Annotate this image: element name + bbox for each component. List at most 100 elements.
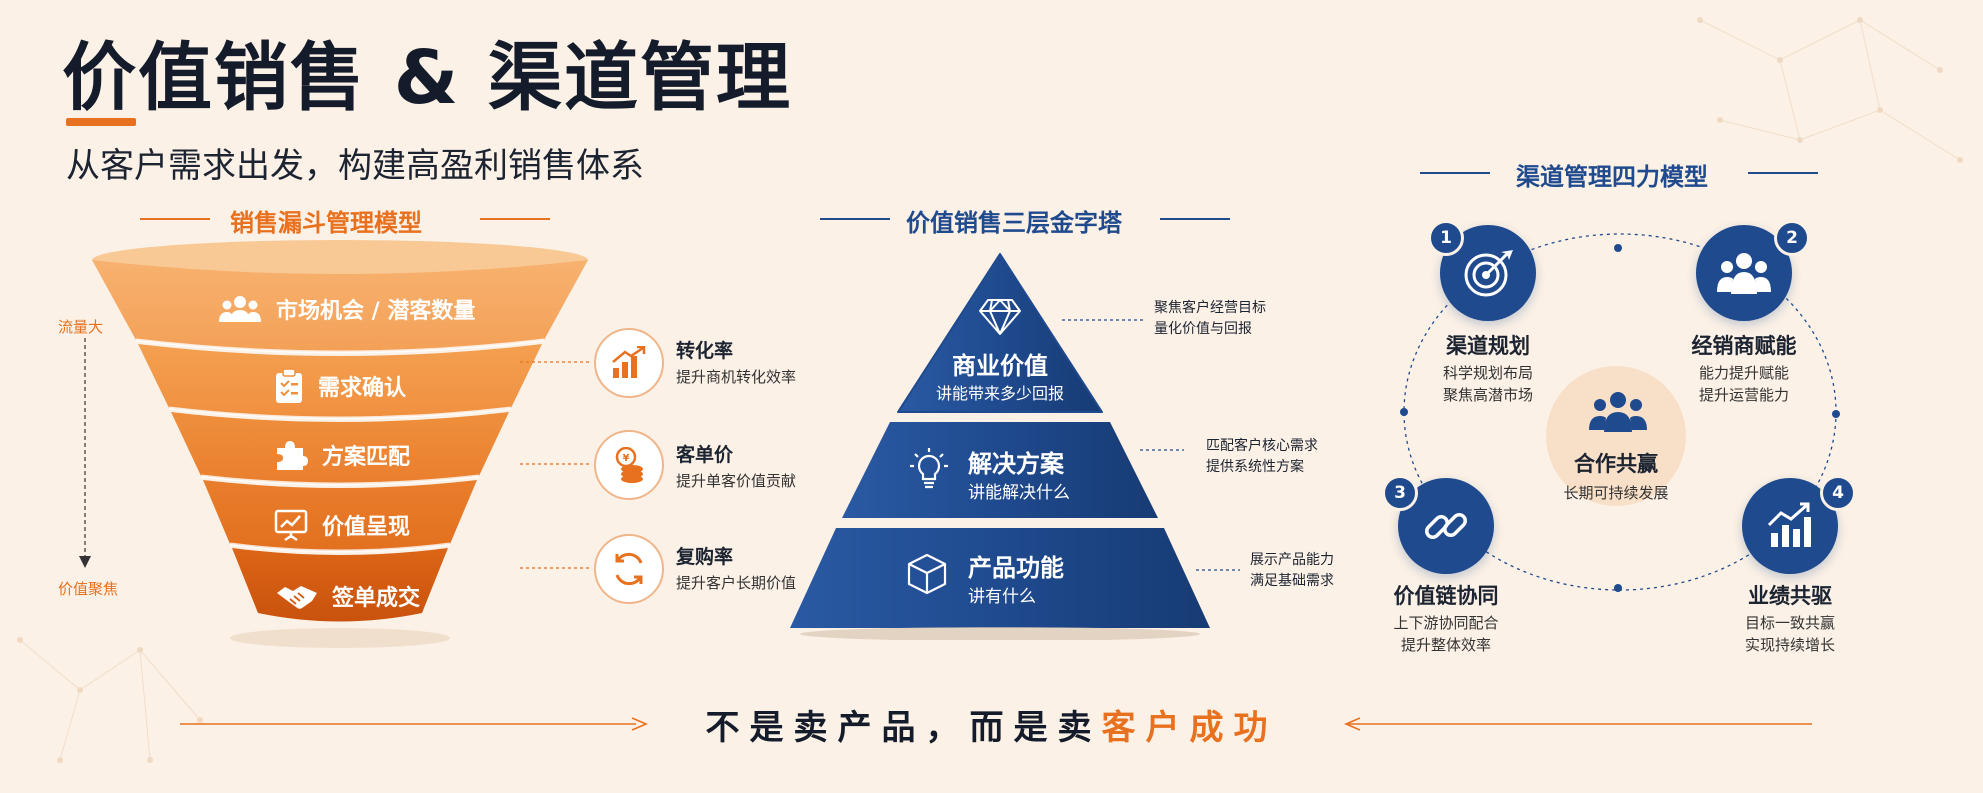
cycle-icon xyxy=(615,552,643,586)
group-icon xyxy=(1717,253,1771,294)
channel-node-title: 业绩共驱 xyxy=(1748,584,1832,608)
funnel-stage-label: 价值呈现 xyxy=(322,515,411,540)
channel-node-desc-line: 提升整体效率 xyxy=(1400,636,1491,654)
metric-connectors xyxy=(520,361,590,569)
channel-node-desc-line: 实现持续增长 xyxy=(1744,636,1835,654)
channel-node-desc-line: 目标一致共赢 xyxy=(1744,614,1835,632)
bar-chart-icon xyxy=(612,346,646,378)
handshake-icon xyxy=(277,586,317,609)
clipboard-icon xyxy=(276,368,302,403)
box-icon xyxy=(907,553,947,595)
channel-node-desc: 科学规划布局 聚焦高潜市场 xyxy=(1408,362,1568,406)
pyramid-level-title: 解决方案 xyxy=(968,450,1064,478)
slogan-accent: 客户成功 xyxy=(1101,708,1278,748)
lightbulb-icon xyxy=(910,448,948,489)
metric-desc: 提升商机转化效率 xyxy=(676,368,797,386)
metric-title: 复购率 xyxy=(676,546,734,568)
pyramid-level-desc: 讲能解决什么 xyxy=(968,483,1070,503)
metric-icon-conversion xyxy=(594,328,664,398)
puzzle-icon xyxy=(277,441,308,470)
channel-node-3-badge: 3 xyxy=(1382,475,1418,511)
funnel-stage-4: 价值呈现 xyxy=(274,508,410,542)
channel-node-desc: 上下游协同配合 提升整体效率 xyxy=(1366,612,1526,656)
center-title: 合作共赢 xyxy=(1574,452,1658,476)
pyramid-note-line: 量化价值与回报 xyxy=(1154,321,1252,337)
page-subtitle: 从客户需求出发，构建高盈利销售体系 xyxy=(66,146,644,186)
channel-node-4-badge: 4 xyxy=(1820,475,1856,511)
slogan-main: 不是卖产品，而是卖 xyxy=(705,708,1102,748)
metric-icon-order-value: ¥ xyxy=(594,430,664,500)
pyramid-note-line: 匹配客户核心需求 xyxy=(1206,438,1318,454)
pyramid-level-title: 产品功能 xyxy=(968,554,1064,582)
pyramid-level-title: 商业价值 xyxy=(952,352,1048,380)
center-desc: 长期可持续发展 xyxy=(1563,484,1669,502)
funnel-graphic xyxy=(92,240,588,648)
pyramid-level-desc: 讲能带来多少回报 xyxy=(936,384,1065,403)
coins-icon: ¥ xyxy=(615,447,643,483)
pyramid-level-desc: 讲有什么 xyxy=(968,587,1036,607)
channel-node-desc-line: 能力提升赋能 xyxy=(1698,364,1789,382)
channel-node-desc-line: 提升运营能力 xyxy=(1698,386,1789,404)
slogan-arrow-right xyxy=(1343,717,1812,731)
metric-desc: 提升单客价值贡献 xyxy=(676,472,797,490)
funnel-side-top-label: 流量大 xyxy=(58,318,104,336)
pyramid-heading-line-right xyxy=(1160,218,1230,220)
channel-node-2-badge: 2 xyxy=(1774,220,1810,256)
channel-node-desc-line: 上下游协同配合 xyxy=(1393,614,1499,632)
svg-text:¥: ¥ xyxy=(623,453,630,464)
metric-title: 客单价 xyxy=(676,444,734,466)
pyramid-heading: 价值销售三层金字塔 xyxy=(906,209,1122,237)
target-icon xyxy=(1464,250,1513,297)
link-icon xyxy=(1425,513,1467,539)
channel-heading-line-right xyxy=(1748,172,1818,174)
pyramid-note-line: 满足基础需求 xyxy=(1250,573,1334,589)
channel-node-desc-line: 聚焦高潜市场 xyxy=(1442,386,1533,404)
channel-node-title: 价值链协同 xyxy=(1393,584,1499,608)
team-icon xyxy=(1589,392,1647,432)
channel-heading: 渠道管理四力模型 xyxy=(1516,163,1708,191)
channel-node-title: 渠道规划 xyxy=(1446,334,1530,358)
channel-node-desc: 目标一致共赢 实现持续增长 xyxy=(1710,612,1870,656)
funnel-heading-line-right xyxy=(480,218,550,220)
page-title: 价值销售 & 渠道管理 xyxy=(62,35,793,121)
pyramid-note: 匹配客户核心需求 提供系统性方案 xyxy=(1206,436,1318,478)
pyramid-graphic xyxy=(790,253,1210,640)
channel-node-desc-line: 科学规划布局 xyxy=(1442,364,1533,382)
funnel-stage-3: 方案匹配 xyxy=(274,438,410,472)
metric-title: 转化率 xyxy=(676,340,734,362)
pyramid-note: 聚焦客户经营目标 量化价值与回报 xyxy=(1154,298,1266,340)
slogan-arrow-left xyxy=(180,717,649,731)
pyramid-note: 展示产品能力 满足基础需求 xyxy=(1250,550,1334,592)
pyramid-note-line: 提供系统性方案 xyxy=(1206,459,1304,475)
funnel-stage-2: 需求确认 xyxy=(274,368,406,404)
channel-heading-line-left xyxy=(1420,172,1490,174)
funnel-stage-label: 市场机会 / 潜客数量 xyxy=(276,299,476,324)
slogan: 不是卖产品，而是卖客户成功 xyxy=(0,700,1983,749)
people-icon xyxy=(219,296,261,322)
pyramid-note-line: 聚焦客户经营目标 xyxy=(1154,300,1266,316)
funnel-side-bottom-label: 价值聚焦 xyxy=(58,580,119,598)
pyramid-note-connectors xyxy=(1062,319,1240,571)
metric-icon-repurchase xyxy=(594,534,664,604)
funnel-heading-line-left xyxy=(140,218,210,220)
presentation-icon xyxy=(274,509,308,542)
funnel-stage-1: 市场机会 / 潜客数量 xyxy=(218,293,475,325)
funnel-stage-label: 方案匹配 xyxy=(322,445,411,470)
channel-ring xyxy=(1400,233,1840,592)
center-glow xyxy=(1546,366,1686,506)
metric-desc: 提升客户长期价值 xyxy=(676,574,797,592)
pyramid-heading-line-left xyxy=(820,218,890,220)
funnel-stage-label: 签单成交 xyxy=(332,586,421,611)
funnel-side-arrow xyxy=(79,338,91,568)
funnel-heading: 销售漏斗管理模型 xyxy=(230,209,422,237)
channel-node-1-badge: 1 xyxy=(1428,220,1464,256)
diamond-icon xyxy=(979,299,1021,335)
channel-node-desc: 能力提升赋能 提升运营能力 xyxy=(1664,362,1824,406)
pyramid-note-line: 展示产品能力 xyxy=(1250,552,1334,568)
funnel-stage-5: 签单成交 xyxy=(276,580,420,612)
title-underline xyxy=(66,118,136,126)
growth-chart-icon xyxy=(1767,502,1811,547)
funnel-stage-label: 需求确认 xyxy=(318,376,407,401)
channel-node-title: 经销商赋能 xyxy=(1691,334,1797,358)
